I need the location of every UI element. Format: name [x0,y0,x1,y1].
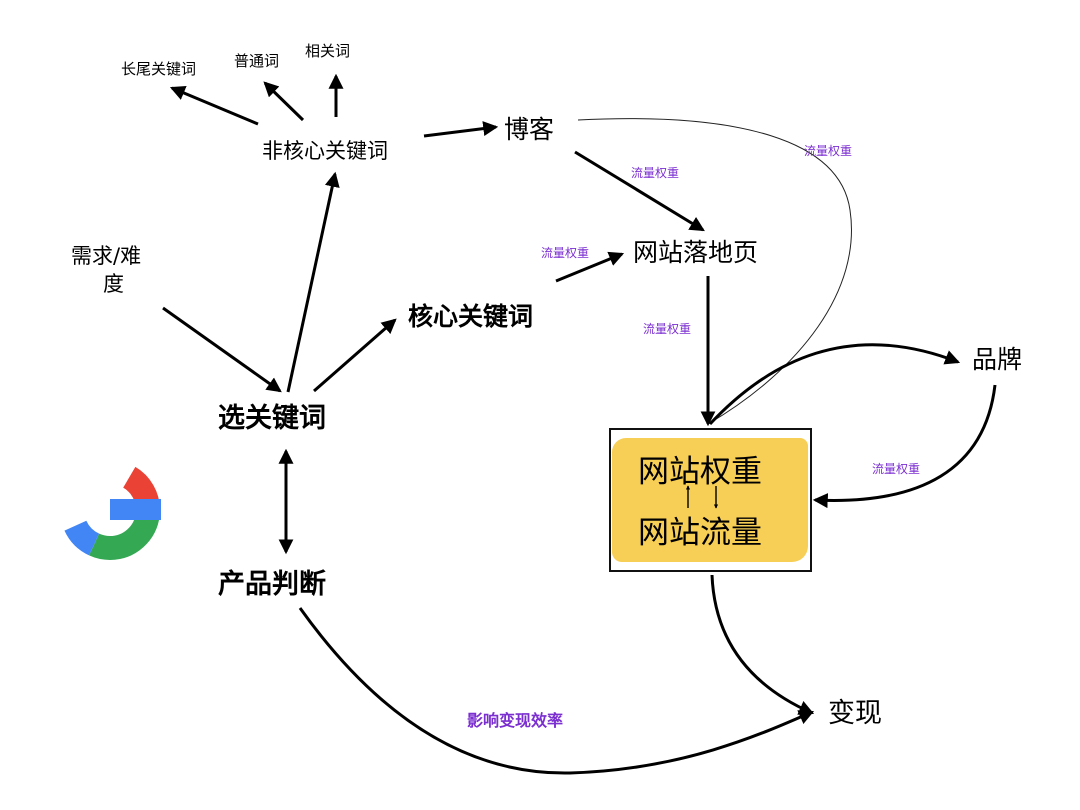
node-demand-difficulty-line1: 需求/难 [71,244,142,268]
node-brand: 品牌 [972,345,1023,374]
arrow-blog-to-landing [574,150,705,232]
node-monetize: 变现 [828,698,882,729]
node-related-words: 相关词 [305,42,351,60]
edge-label-brand-to-core-box: 流量权重 [872,462,921,476]
node-site-weight: 网站权重 [638,454,762,490]
arrow-noncore-to-blog [423,121,499,138]
arrow-noncore-to-common [263,81,305,122]
arrow-product-to-monetize [298,607,815,775]
node-site-traffic: 网站流量 [638,515,762,551]
arrow-select-to-noncore [286,171,340,393]
node-select-keywords: 选关键词 [218,403,326,434]
arrow-core-box-to-monetize [710,574,815,715]
google-g-logo [60,460,161,560]
node-common-words: 普通词 [234,52,280,70]
arrow-core-box-to-brand [708,343,961,426]
edge-label-core-to-landing: 流量权重 [541,246,590,260]
node-demand-difficulty-line2: 度 [103,272,124,296]
edge-label-product-to-monetize: 影响变现效率 [467,711,564,730]
node-non-core-keywords: 非核心关键词 [262,139,388,163]
arrow-select-to-core [313,318,397,393]
edge-label-blog-to-landing: 流量权重 [631,166,680,180]
curve-blog-to-core-box [577,118,852,425]
node-long-tail-keywords: 长尾关键词 [121,60,197,78]
edge-label-landing-to-core-box: 流量权重 [643,322,692,336]
arrow-noncore-to-longtail [169,86,259,126]
node-blog: 博客 [504,115,555,144]
node-landing-page: 网站落地页 [633,238,759,267]
node-core-keywords: 核心关键词 [408,302,534,331]
node-product-judgment: 产品判断 [218,569,326,600]
arrow-core-to-landing [555,251,625,283]
arrow-demand-to-select [162,306,282,393]
core-box-highlight [612,438,808,562]
edge-label-blog-to-core-box: 流量权重 [804,144,853,158]
arrow-brand-to-core-box [812,384,997,509]
